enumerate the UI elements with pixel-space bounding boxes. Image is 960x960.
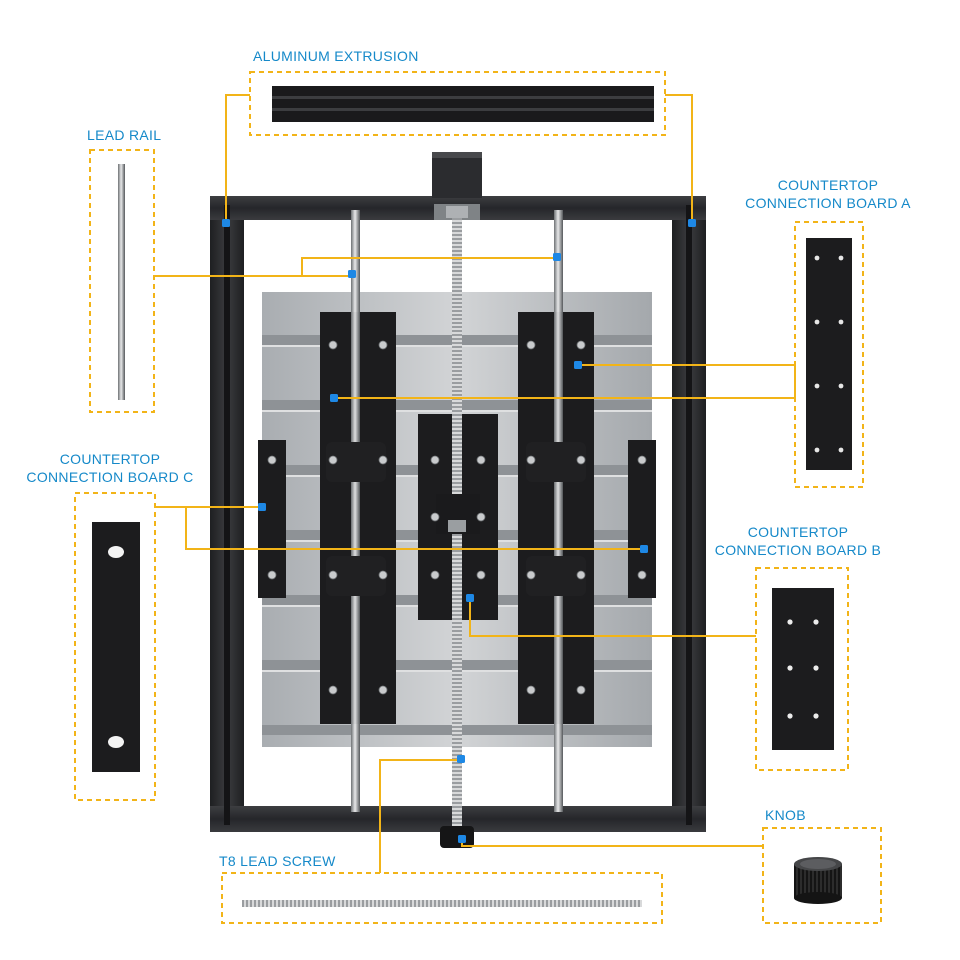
machine-frame bbox=[210, 196, 706, 832]
board-b-label-line1: COUNTERTOP bbox=[747, 524, 849, 540]
board-a-part bbox=[806, 238, 852, 470]
marker-lead-screw bbox=[457, 755, 465, 763]
board-b-label-line2: CONNECTION BOARD B bbox=[714, 542, 882, 558]
lead-rail-box bbox=[89, 149, 155, 413]
board-c-box bbox=[74, 492, 156, 801]
stepper-motor bbox=[432, 152, 482, 220]
marker-extrusion-left bbox=[222, 219, 230, 227]
aluminum-extrusion-label: ALUMINUM EXTRUSION bbox=[253, 48, 419, 64]
board-a-box bbox=[794, 221, 864, 488]
marker-rail-left bbox=[348, 270, 356, 278]
left-rod-front bbox=[351, 312, 360, 724]
marker-extrusion-right bbox=[688, 219, 696, 227]
knob-box bbox=[762, 827, 882, 924]
board-a-label-line1: COUNTERTOP bbox=[777, 177, 879, 193]
board-b-label: COUNTERTOP CONNECTION BOARD B bbox=[710, 523, 886, 559]
aluminum-extrusion-part bbox=[272, 86, 654, 122]
board-b-part bbox=[772, 588, 834, 750]
board-c-label: COUNTERTOP CONNECTION BOARD C bbox=[22, 450, 198, 486]
board-c-label-line1: COUNTERTOP bbox=[59, 451, 161, 467]
lead-rail-label: LEAD RAIL bbox=[87, 127, 162, 143]
brass-nut bbox=[448, 520, 466, 532]
lead-rail-part bbox=[118, 164, 125, 400]
board-c-label-line2: CONNECTION BOARD C bbox=[26, 469, 194, 485]
callout-boxes bbox=[74, 71, 882, 924]
marker-rail-right bbox=[553, 253, 561, 261]
marker-board-c-right bbox=[640, 545, 648, 553]
marker-board-b bbox=[466, 594, 474, 602]
board-c-part bbox=[92, 522, 140, 772]
board-a-label-line2: CONNECTION BOARD A bbox=[745, 195, 911, 211]
linear-bearings bbox=[326, 442, 586, 596]
lead-screw-label: T8 LEAD SCREW bbox=[219, 853, 336, 869]
knob-label: KNOB bbox=[765, 807, 806, 823]
marker-board-a-left bbox=[330, 394, 338, 402]
board-screws bbox=[267, 340, 647, 695]
marker-board-a-right bbox=[574, 361, 582, 369]
marker-knob bbox=[458, 835, 466, 843]
extrusion-box bbox=[249, 71, 666, 136]
board-b-box bbox=[755, 567, 849, 771]
board-a-label: COUNTERTOP CONNECTION BOARD A bbox=[740, 176, 916, 212]
marker-board-c-left bbox=[258, 503, 266, 511]
knob-part bbox=[794, 857, 842, 904]
machine-knob bbox=[440, 826, 474, 848]
marker-dots bbox=[222, 219, 696, 843]
lead-screw-box bbox=[221, 872, 663, 924]
right-rod-front bbox=[554, 312, 563, 724]
t8-lead-screw-part bbox=[242, 900, 642, 907]
